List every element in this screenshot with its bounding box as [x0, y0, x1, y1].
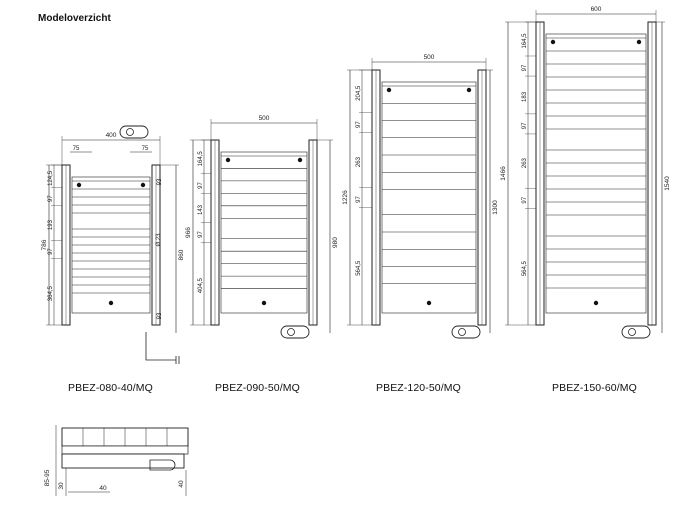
heating-element [451, 325, 481, 339]
segment-dimension: 143 [198, 204, 204, 215]
segment-dimension: 364,5 [48, 286, 54, 302]
mounting-point [76, 182, 82, 188]
element-knob [287, 328, 295, 336]
bottom-profile [61, 453, 185, 469]
page-title: Modeloverzicht [38, 13, 111, 24]
segment-dimension: 97 [356, 121, 362, 128]
model-label-1: PBEZ-080-40/MQ [68, 382, 153, 394]
segment-dimension: 164,5 [522, 33, 528, 49]
mounting-point [297, 157, 303, 163]
segment-dimension: 263 [522, 157, 528, 168]
radiator-model-4: 600 1466 1540 164,5 97 183 97 263 97 564,5 [500, 6, 671, 339]
overall-height-dimension: 1300 [492, 200, 499, 215]
segment-dimension: 97 [522, 64, 528, 71]
mounting-point [426, 300, 432, 306]
segment-dimension: 97 [198, 182, 204, 189]
pipe-diameter: Ø 23 [156, 233, 162, 247]
mounting-point [108, 300, 114, 306]
segment-dimension: 97 [198, 231, 204, 238]
width-dimension: 400 [106, 132, 117, 139]
heating-element [621, 325, 651, 339]
segment-dimension: 164,5 [198, 151, 204, 167]
heating-element [149, 459, 176, 471]
model-label-2: PBEZ-090-50/MQ [215, 382, 300, 394]
model-label-4: PBEZ-150-60/MQ [552, 382, 637, 394]
segment-dimension: 193 [48, 219, 54, 230]
model-label-3: PBEZ-120-50/MQ [376, 382, 461, 394]
mounting-point [550, 39, 556, 45]
edge-dimension-left: 75 [73, 146, 80, 152]
power-cable [145, 332, 176, 361]
heating-element [280, 325, 310, 339]
segment-dimension: 97 [522, 196, 528, 203]
radiator-model-2: 500 966 980 164,5 97 143 97 404,5 [185, 115, 339, 339]
segment-dimension: 97 [356, 196, 362, 203]
top-offset-dimension: 93 [157, 178, 163, 185]
radiator-drawings: 400 786 860 124,5 97 193 97 364,5 500 966 980 164,5… [41, 6, 671, 364]
segment-dimension: 404,5 [198, 278, 204, 294]
height-dimension: 1226 [342, 190, 349, 205]
mounting-point [593, 300, 599, 306]
segment-dimension: 97 [48, 248, 54, 255]
segment-dimension: 263 [356, 156, 362, 167]
segment-dimension: 564,5 [522, 260, 528, 276]
segment-dimension: 97 [48, 195, 54, 202]
side-view-drawing: 85-95 30 40 40 [44, 425, 189, 496]
inner-frame [381, 81, 477, 314]
mounting-point [261, 300, 267, 306]
segment-dimension: 183 [522, 91, 528, 102]
element-knob [458, 328, 466, 336]
mounting-point [636, 39, 642, 45]
mounting-point [466, 87, 472, 93]
overall-height-dimension: 860 [178, 249, 185, 260]
overall-height-dimension: 1540 [664, 176, 671, 191]
inner-frame [545, 33, 647, 314]
mid-profile [61, 445, 189, 455]
side-dimension-left: 85-95 [44, 469, 51, 486]
heating-element [119, 125, 149, 139]
inner-frame [220, 151, 308, 314]
mounting-point [225, 157, 231, 163]
depth-dimension: 40 [99, 485, 107, 492]
radiator-model-1: 400 786 860 124,5 97 193 97 364,5 [41, 125, 185, 333]
width-dimension: 500 [424, 54, 435, 61]
mounting-point [386, 87, 392, 93]
segment-dimension: 564,5 [356, 260, 362, 276]
mounting-point [140, 182, 146, 188]
edge-dimension-right: 75 [142, 146, 149, 152]
height-dimension: 786 [41, 239, 48, 250]
element-knob [126, 128, 134, 136]
overall-height-dimension: 980 [332, 237, 339, 248]
bottom-offset-dimension: 93 [157, 312, 163, 319]
wall-distance-dimension: 30 [58, 482, 65, 490]
segment-dimension: 204,5 [356, 85, 362, 101]
element-knob [628, 328, 636, 336]
segment-dimension: 97 [522, 122, 528, 129]
height-dimension: 1466 [500, 166, 507, 181]
width-dimension: 600 [591, 6, 602, 13]
height-dimension: 966 [185, 227, 192, 238]
width-dimension: 500 [259, 115, 270, 122]
segment-dimension: 124,5 [48, 170, 54, 186]
radiator-model-3: 500 1226 1300 204,5 97 263 97 564,5 [342, 54, 499, 339]
side-dimension-right: 40 [178, 480, 185, 488]
model-1-extras: 75 75 93 93 Ø 23 [70, 146, 180, 364]
